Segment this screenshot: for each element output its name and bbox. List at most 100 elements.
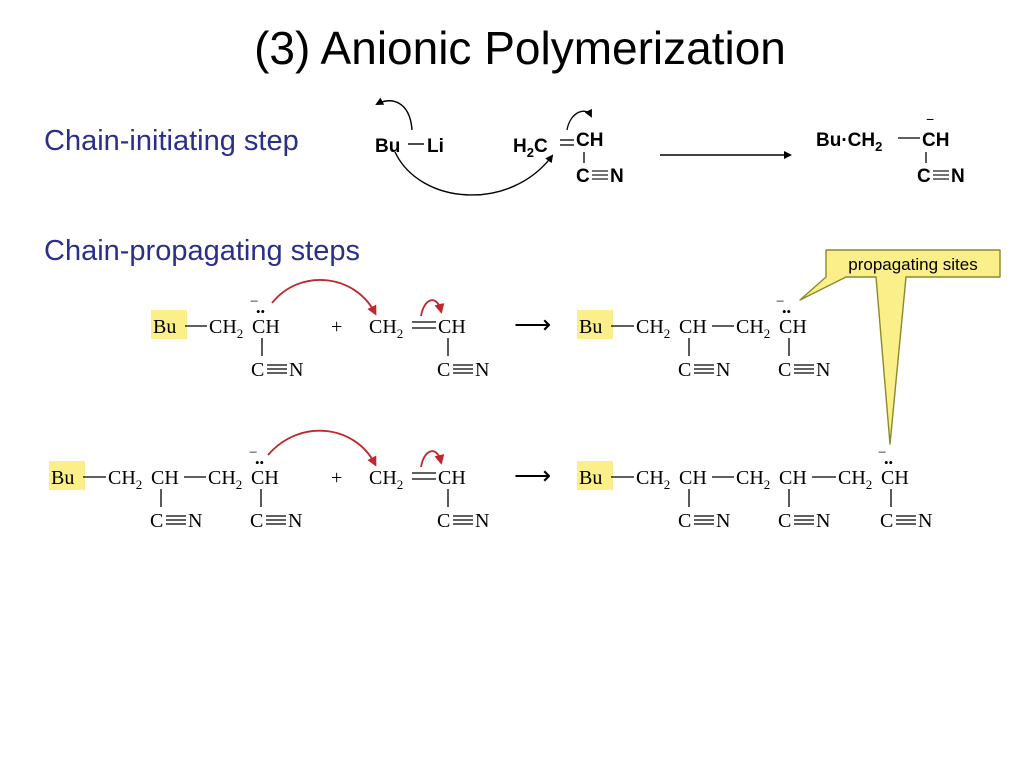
c-label: C (576, 166, 590, 187)
svg-text:CH2: CH2 (369, 316, 403, 341)
propagating-sites-callout: propagating sites (799, 249, 1001, 445)
curly-arrow-lone-pair-to-monomer (271, 279, 377, 316)
n-label: N (288, 510, 302, 532)
carbanion-ch-label: CH (779, 316, 807, 338)
callout-balloon (799, 249, 1001, 445)
ch2-label: CH (736, 467, 764, 489)
subscript-2: 2 (136, 477, 143, 492)
c-label: C (251, 359, 264, 381)
lone-pair: •• (255, 455, 264, 470)
ch2-label: CH (369, 316, 397, 338)
ch-label: CH (438, 467, 466, 489)
curly-arrow-pi-bond (420, 299, 445, 317)
bu-highlight-row2-left (49, 461, 85, 490)
c-label: C (437, 510, 450, 532)
negative-charge: − (249, 445, 257, 461)
c-label: C (678, 359, 691, 381)
dot: · (841, 130, 847, 151)
bu-label: Bu (579, 316, 602, 338)
curly-arrow-lone-pair-to-monomer (267, 429, 377, 467)
propagation-row-2: Bu CH2 CH C N CH2 CH − •• C N (51, 429, 932, 532)
dimer-anion-product: Bu CH2 CH C N CH2 CH − •• C N (579, 294, 830, 381)
h-atom: H (513, 136, 527, 157)
c-label: C (150, 510, 163, 532)
bu-highlight-row1-left (151, 310, 187, 339)
ch2-label: CH (209, 316, 237, 338)
negative-charge: − (878, 445, 886, 461)
bu-highlight-row2-right (577, 461, 613, 490)
monomer: CH2 CH C N (369, 467, 489, 532)
svg-text:CH2: CH2 (636, 316, 670, 341)
c-label: C (778, 510, 791, 532)
negative-charge: − (776, 294, 784, 310)
n-label: N (816, 359, 830, 381)
page-title: (3) Anionic Polymerization (254, 22, 786, 74)
dimer-anion-reactant: Bu CH2 CH C N CH2 CH − •• C N (51, 445, 302, 532)
subscript-2: 2 (397, 477, 404, 492)
subscript-2: 2 (764, 326, 771, 341)
bu-label: Bu (579, 467, 602, 489)
ch-label: CH (922, 130, 949, 151)
ch2-label: CH (636, 316, 664, 338)
bu-label: Bu (816, 130, 841, 151)
curly-arrow-pi-bond (420, 450, 445, 468)
svg-text:CH2: CH2 (736, 467, 770, 492)
curly-arrow-pi-bond (566, 108, 592, 131)
bu-highlight-row1-right (577, 310, 613, 339)
curly-arrow-bond-to-bu (375, 97, 413, 131)
c-label: C (880, 510, 893, 532)
bu-label: Bu (51, 467, 74, 489)
subscript-2: 2 (866, 477, 873, 492)
bu-label: Bu (375, 136, 400, 157)
ch2-label: CH (369, 467, 397, 489)
bu-label: Bu (153, 316, 176, 338)
ch2-label: CH (736, 316, 764, 338)
chain-initiating-heading: Chain-initiating step (44, 125, 299, 157)
initiation-scheme: Bu Li H2C CH C N Bu·CH2 − (375, 97, 965, 196)
n-label: N (188, 510, 202, 532)
svg-text:CH2: CH2 (736, 316, 770, 341)
plus-sign: + (331, 316, 342, 338)
n-label: N (610, 166, 624, 187)
chain-propagating-heading: Chain-propagating steps (44, 235, 360, 267)
ch-label: CH (438, 316, 466, 338)
propagation-scheme: Bu CH2 CH − •• C N + CH2 CH C (49, 249, 1001, 532)
ch-label: CH (779, 467, 807, 489)
n-label: N (918, 510, 932, 532)
svg-text:Bu·CH2: Bu·CH2 (816, 130, 882, 154)
subscript-2: 2 (527, 145, 534, 160)
butyllithium: Bu Li (375, 136, 444, 157)
acrylonitrile-monomer: H2C CH C N (513, 130, 624, 187)
ch2-label: CH (636, 467, 664, 489)
lone-pair: •• (884, 455, 893, 470)
initiated-anion: Bu·CH2 − CH C N (816, 111, 965, 187)
propagation-row-1: Bu CH2 CH − •• C N + CH2 CH C (153, 279, 830, 381)
c-label: C (678, 510, 691, 532)
n-label: N (716, 510, 730, 532)
ch-label: CH (151, 467, 179, 489)
svg-text:CH2: CH2 (108, 467, 142, 492)
subscript-2: 2 (664, 326, 671, 341)
callout-label: propagating sites (848, 255, 977, 274)
lone-pair: •• (782, 304, 791, 319)
subscript-2: 2 (875, 139, 882, 154)
svg-text:CH2: CH2 (209, 316, 243, 341)
n-label: N (289, 359, 303, 381)
ch2-label: CH (848, 130, 875, 151)
ch2-label: CH (208, 467, 236, 489)
n-label: N (716, 359, 730, 381)
curly-arrow-bu-to-monomer (394, 151, 554, 196)
li-label: Li (427, 136, 444, 157)
subscript-2: 2 (237, 326, 244, 341)
subscript-2: 2 (236, 477, 243, 492)
carbanion-ch-label: CH (251, 467, 279, 489)
anion-reactant: Bu CH2 CH − •• C N (153, 294, 303, 381)
plus-sign: + (331, 467, 342, 489)
carbanion-ch-label: CH (252, 316, 280, 338)
svg-text:CH2: CH2 (369, 467, 403, 492)
subscript-2: 2 (397, 326, 404, 341)
n-label: N (475, 359, 489, 381)
n-label: N (951, 166, 965, 187)
c-atom: C (534, 136, 548, 157)
